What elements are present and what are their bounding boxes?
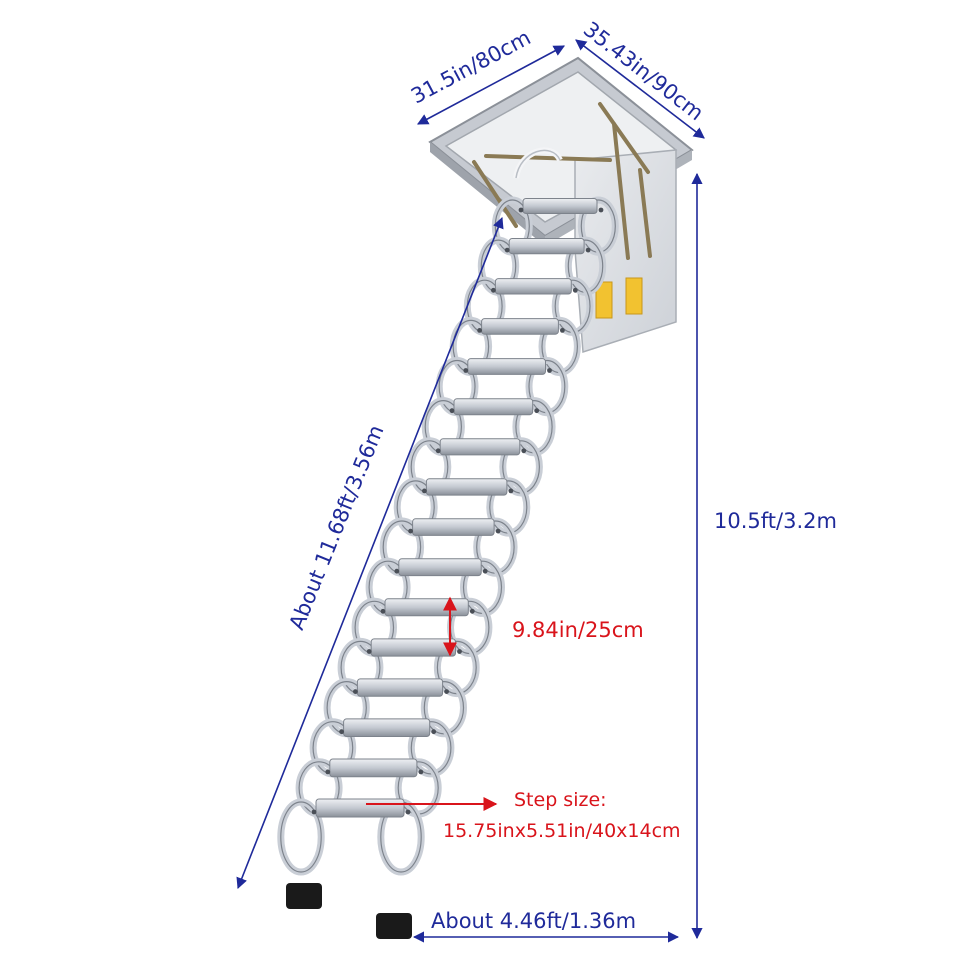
rivet-icon [585,247,591,253]
warning-label-icon [625,277,643,315]
rivet-icon [405,809,411,815]
rivet-icon [482,568,488,574]
rivet-icon [457,649,462,654]
rivet-icon [491,287,496,293]
rivet-icon [463,368,469,373]
rivet-icon [477,328,482,333]
rivet-icon [508,488,514,494]
rivet-icon [435,448,441,454]
warning-label-icon [595,281,613,319]
ladder-rung [453,398,534,416]
rivet-icon [394,568,400,574]
ladder-rung [412,518,495,536]
ladder-rung [315,798,405,818]
rivet-icon [366,649,372,654]
rivet-icon [431,729,437,735]
rivet-icon [469,608,475,614]
ladder-rung [494,278,572,295]
ladder-rung [439,438,521,456]
rubber-foot-icon [286,883,322,909]
ladder-rung [508,238,585,255]
frame-depth-arrow [575,39,705,139]
base-span-label: About 4.46ft/1.36m [431,909,636,933]
ladder-feet [286,883,412,939]
rivet-icon [572,287,578,293]
rubber-foot-icon [376,913,412,939]
rivet-icon [495,528,501,534]
step-size-title: Step size: [514,789,607,811]
ladder-rung [522,198,598,214]
ceiling-height-label: 10.5ft/3.2m [714,509,837,533]
frame-width-arrow [417,45,565,125]
rivet-icon [444,689,449,694]
rivet-icon [418,769,424,775]
ladder-rung [370,638,457,657]
rivet-icon [598,207,604,213]
rivet-icon [534,408,540,414]
rivet-icon [408,528,413,534]
step-size-value: 15.75inx5.51in/40x14cm [443,820,681,842]
rivet-icon [353,689,358,694]
ladder-rung [481,318,559,335]
rivet-icon [518,207,524,213]
rivet-icon [504,247,510,253]
ladder-rung [356,678,444,697]
ladder-rung [467,358,546,375]
rivet-icon [311,809,317,815]
rivet-icon [560,328,565,333]
dimension-lines [236,39,705,943]
step-annotations [366,596,498,811]
step-spacing-label: 9.84in/25cm [512,618,644,642]
ladder-rung [425,478,508,496]
ladder-length-arrow [236,216,504,890]
rivet-icon [422,488,427,494]
ladder-rung [384,598,469,617]
rivet-icon [547,368,552,373]
rivet-icon [325,769,331,775]
rivet-icon [521,448,527,454]
ladder-rung [398,558,482,577]
rivet-icon [449,408,455,414]
ladder-rung [343,718,431,738]
ladder-rung [329,758,418,778]
rivet-icon [339,729,344,735]
rivet-icon [380,608,386,614]
